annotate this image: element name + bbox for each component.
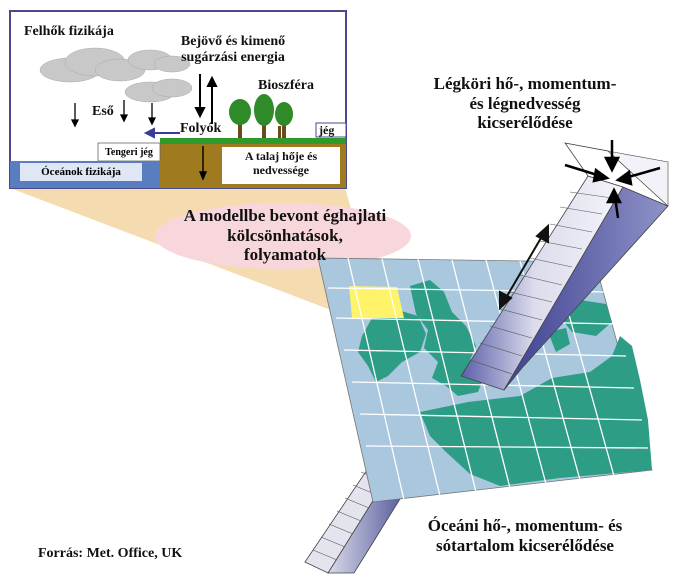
tree-icons: [229, 94, 293, 140]
land-ireland: [358, 310, 426, 382]
ocean-label-line2: sótartalom kicserélődése: [436, 535, 614, 555]
clouds-physics-label: Felhők fizikája: [24, 24, 114, 39]
cloud-icon: [39, 47, 191, 83]
atmosphere-label-line2: és légnedvesség: [469, 93, 581, 113]
source-label: Forrás: Met. Office, UK: [38, 546, 183, 561]
ocean-label-line1: Óceáni hő-, momentum- és: [427, 516, 623, 535]
atmosphere-label-line1: Légköri hő-, momentum-: [433, 74, 617, 93]
soil-label-line2: nedvessége: [253, 162, 309, 177]
soil-label: A talaj hője és nedvessége: [222, 149, 340, 178]
inset-panel: [9, 10, 347, 189]
atmosphere-column: [460, 140, 669, 391]
rain-cloud-icon: [124, 78, 193, 103]
model-interactions-label: A modellbe bevont éghajlati kölcsönhatás…: [150, 206, 420, 265]
model-label-line3: folyamatok: [243, 245, 327, 265]
model-label-line2: kölcsönhatások,: [227, 225, 343, 245]
radiation-arrows-icon: [194, 74, 218, 124]
atmosphere-label-line3: kicserélődése: [477, 113, 573, 133]
atmosphere-exchange-label: Légköri hő-, momentum- és légnedvesség k…: [400, 74, 650, 133]
radiation-label: Bejövő és kimenő sugárzási energia: [168, 34, 298, 66]
radiation-label-line1: Bejövő és kimenő: [180, 34, 286, 49]
ice-label: jég: [319, 123, 335, 137]
land-europe: [420, 336, 652, 486]
rain-arrows-icon: [70, 100, 157, 128]
radiation-label-line2: sugárzási energia: [181, 50, 285, 66]
soil-label-line1: A talaj hője és: [244, 149, 318, 163]
rivers-label: Folyók: [180, 121, 222, 136]
exchange-arrows-icon: [564, 140, 661, 219]
grass-strip: [160, 138, 346, 144]
rain-label: Eső: [92, 104, 114, 119]
soil-arrow-icon: [198, 146, 208, 181]
sea-ice-label: Tengeri jég: [105, 146, 153, 158]
ocean-exchange-label: Óceáni hő-, momentum- és sótartalom kics…: [400, 516, 650, 555]
ocean-physics-label: Óceánok fizikája: [41, 166, 121, 178]
biosphere-label: Bioszféra: [258, 78, 314, 93]
model-label-line1: A modellbe bevont éghajlati: [183, 206, 387, 225]
river-arrow-icon: [143, 127, 180, 139]
land-coast-east: [548, 328, 570, 352]
model-label-ellipse: [155, 203, 411, 269]
vertical-exchange-arrow-icon: [499, 223, 549, 311]
map-grid: [317, 257, 653, 503]
land-britain: [410, 280, 484, 396]
